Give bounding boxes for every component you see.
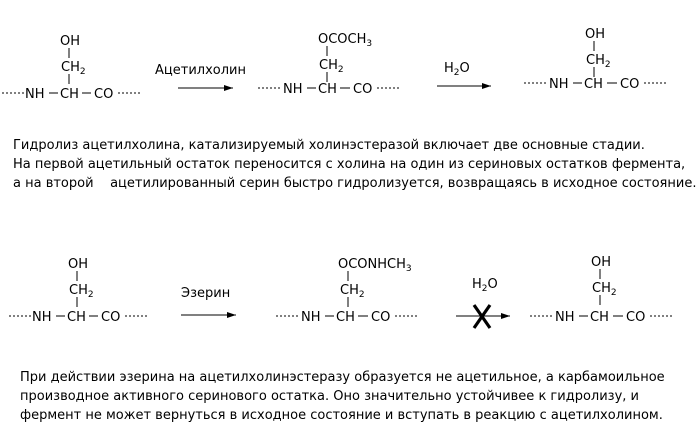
acetyl-serine-structure-top: OCOCH3 CH2 NH CH CO <box>258 32 399 97</box>
reagent-label-eserine: Эзерин <box>181 286 230 301</box>
carbonyl-group: CO <box>620 77 639 92</box>
amino-group: NH <box>555 310 575 325</box>
hydroxyl-group: OH <box>68 257 88 272</box>
paragraph-line: а на второй ацетилированный серин быстро… <box>13 176 697 191</box>
methylene-group: CH2 <box>69 283 94 300</box>
serine-structure-top-right: OH CH2 NH CH CO <box>524 27 666 92</box>
carbamoyl-group: OCONHCH3 <box>338 257 412 274</box>
amino-group: NH <box>32 310 52 325</box>
alpha-carbon: CH <box>67 310 86 325</box>
methylene-group: CH2 <box>586 53 611 70</box>
methylene-group: CH2 <box>592 281 617 298</box>
cross-icon <box>472 304 492 329</box>
carbonyl-group: CO <box>353 82 372 97</box>
alpha-carbon: CH <box>584 77 603 92</box>
alpha-carbon: CH <box>590 310 609 325</box>
eserine-description: При действии эзерина на ацетилхолинэстер… <box>20 368 665 425</box>
carbonyl-group: CO <box>626 310 645 325</box>
carbonyl-group: CO <box>371 310 390 325</box>
carbamoyl-serine-structure-bottom: OCONHCH3 CH2 NH CH CO <box>276 257 418 325</box>
hydroxyl-group: OH <box>60 34 80 49</box>
paragraph-line: производное активного серинового остатка… <box>20 389 639 404</box>
acetyl-group: OCOCH3 <box>318 32 372 49</box>
serine-structure-bottom-right: OH CH2 NH CH CO <box>530 255 672 325</box>
reagent-label-acetylcholine: Ацетилхолин <box>155 63 246 78</box>
methylene-group: CH2 <box>340 283 365 300</box>
hydroxyl-group: OH <box>591 255 611 270</box>
paragraph-line: фермент не может вернуться в исходное со… <box>20 408 663 423</box>
hydrolysis-description: Гидролиз ацетилхолина, катализируемый хо… <box>13 136 696 193</box>
serine-structure-bottom-left: OH CH2 NH CH CO <box>9 257 149 325</box>
paragraph-line: При действии эзерина на ацетилхолинэстер… <box>20 370 665 385</box>
alpha-carbon: CH <box>60 87 79 102</box>
paragraph-line: На первой ацетильный остаток переносится… <box>13 157 686 172</box>
amino-group: NH <box>283 82 303 97</box>
hydroxyl-group: OH <box>585 27 605 42</box>
carbonyl-group: CO <box>101 310 120 325</box>
alpha-carbon: CH <box>318 82 337 97</box>
carbonyl-group: CO <box>94 87 113 102</box>
methylene-group: CH2 <box>319 58 344 75</box>
amino-group: NH <box>25 87 45 102</box>
serine-structure-top-left: OH CH2 NH CH CO <box>2 34 142 102</box>
amino-group: NH <box>549 77 569 92</box>
paragraph-line: Гидролиз ацетилхолина, катализируемый хо… <box>13 138 645 153</box>
amino-group: NH <box>301 310 321 325</box>
reagent-label-water: H2O <box>444 61 470 78</box>
alpha-carbon: CH <box>336 310 355 325</box>
methylene-group: CH2 <box>61 60 86 77</box>
reagent-label-water: H2O <box>472 277 498 294</box>
